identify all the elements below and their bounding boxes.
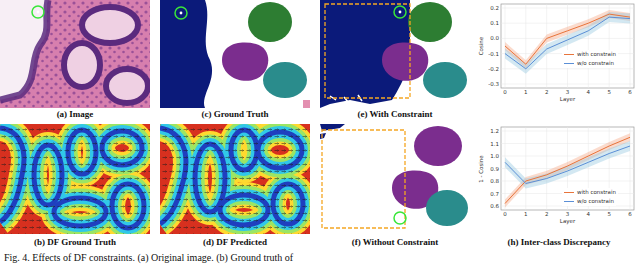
figure-panel: (d) DF Predicted [160,124,310,248]
legend-item: w/o constrain [562,59,616,68]
figure-panel: (f) Without Constraint [320,124,470,248]
panel-caption: (e) With Constraint [357,109,432,120]
legend-text: w/o constrain [577,198,614,205]
legend-item: with constrain [562,188,618,197]
tick-label: 1 [524,211,528,218]
panel-caption: (c) Ground Truth [201,109,268,120]
panel-caption: (f) Without Constraint [352,237,439,248]
figure-panel: (a) Image [0,0,150,120]
legend-item: with constrain [562,50,618,59]
panel-caption: (b) DF Ground Truth [34,237,116,248]
panel-caption: (h) Inter-class Discrepancy [508,237,611,248]
legend-line-sample [564,54,574,55]
tick-label: 4 [587,89,591,96]
legend-line-sample [564,192,574,193]
figure-panel: (e) With Constraint [320,0,470,120]
figure-panel: (h) Inter-class Discrepancy [478,124,640,248]
tick-label: 0.1 [490,20,499,27]
tick-label: 0.7 [490,190,499,197]
tick-label: 4 [587,211,591,218]
tick-label: 3 [566,211,570,218]
axis-title: Layer [560,96,575,103]
tick-label: 5 [607,89,611,96]
tick-label: -0.3 [488,81,499,88]
tick-label: 5 [607,211,611,218]
legend-line-sample [564,63,574,64]
tick-label: 0 [503,89,507,96]
legend-item: w/o constrain [562,197,616,206]
histology-image [0,0,150,108]
legend-text: w/o constrain [577,60,614,67]
discrepancy-chart [501,127,634,210]
tick-label: 1.0 [490,153,499,160]
tick-label: 1 [524,89,528,96]
prediction-without-constraint [320,124,470,234]
tick-label: 0 [503,211,507,218]
tick-label: 0.9 [490,165,499,172]
ground-truth-mask [160,0,310,108]
legend-text: with constrain [577,189,616,196]
tick-label: 3 [566,89,570,96]
figure-caption: Fig. 4. Effects of DF constraints. (a) O… [4,252,293,264]
tick-label: 1.2 [490,128,499,135]
panel-caption: (d) DF Predicted [203,237,267,248]
axis-title: Layer [560,218,575,225]
legend-line-sample [564,201,574,202]
cosine-chart [501,4,634,88]
tick-label: 2 [545,211,549,218]
tick-label: 2 [545,89,549,96]
distance-field-predicted [160,124,310,234]
distance-field-ground-truth [0,124,150,234]
figure-panel: (c) Ground Truth [160,0,310,120]
panel-caption: (a) Image [57,109,94,120]
tick-label: 0.0 [490,35,499,42]
tick-label: -0.1 [488,50,499,57]
tick-label: 0.6 [490,203,499,210]
tick-label: 6 [628,211,632,218]
tick-label: 0.8 [490,178,499,185]
tick-label: 6 [628,89,632,96]
tick-label: 0.2 [490,5,499,12]
axis-title: Cosine [478,37,485,55]
tick-label: -0.2 [488,65,499,72]
legend-text: with constrain [577,51,616,58]
figure-panel: (b) DF Ground Truth [0,124,150,248]
axis-title: 1 - Cosine [478,155,485,182]
tick-label: 1.1 [490,140,499,147]
prediction-with-constraint [320,0,470,108]
